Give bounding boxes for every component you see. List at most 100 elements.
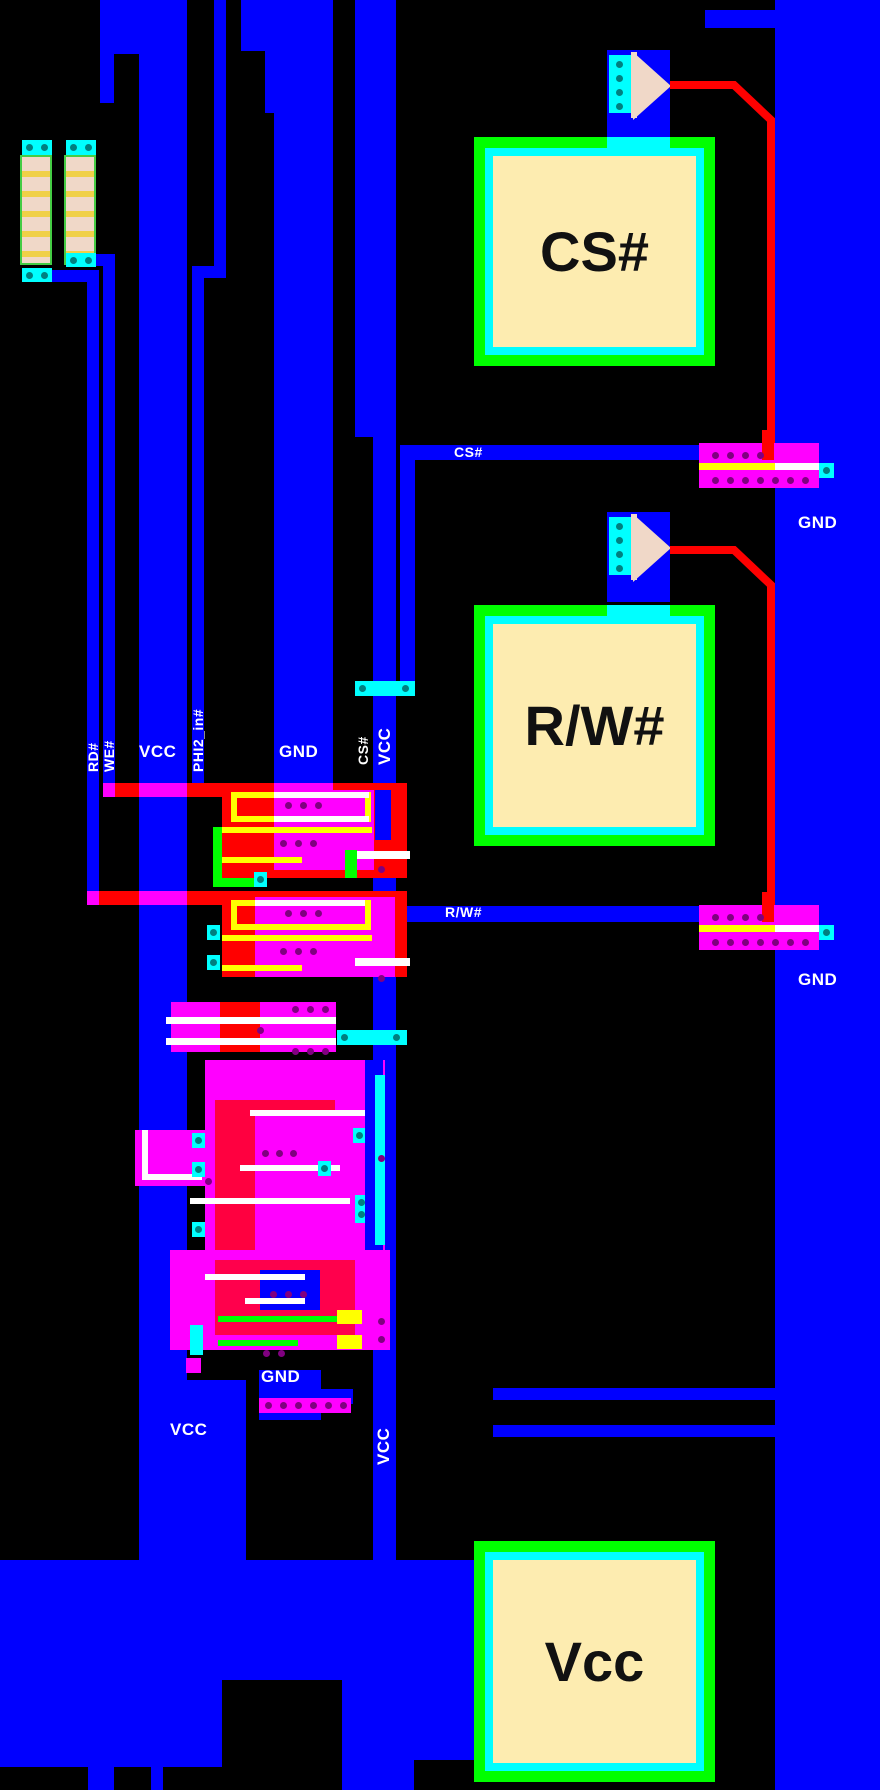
diff-strip-4c	[190, 1198, 350, 1204]
metal-trace-bottom-2[interactable]	[493, 1425, 775, 1437]
pdiff-hook-outline-b	[142, 1174, 202, 1180]
metal-trace-phi2[interactable]	[192, 266, 204, 786]
diff-strip-2	[355, 958, 410, 966]
via-cell-2b[interactable]	[207, 955, 220, 970]
pdiff-row-1a	[139, 783, 187, 797]
via-cell-4b[interactable]	[192, 1162, 205, 1177]
via-cell-5[interactable]	[190, 1325, 203, 1355]
metal-trace-we[interactable]	[103, 254, 115, 790]
ndiff-strip-1	[345, 850, 357, 878]
contact-we	[103, 783, 115, 797]
net-label-gnd-right-1: GND	[798, 513, 838, 532]
transistor-cs-channel	[699, 463, 775, 470]
gnd-rail-right[interactable]	[775, 0, 880, 1790]
metal-trace-rd[interactable]	[87, 270, 99, 900]
pdiff-block-4b	[255, 1110, 345, 1250]
resistor-1-top-contact	[22, 140, 52, 155]
metal-trace-top-a-stub[interactable]	[100, 54, 114, 103]
pad-rw-driver-icon	[633, 514, 671, 582]
ndiff-trace-1	[213, 827, 222, 887]
vcc-vertical-bottom[interactable]	[373, 1380, 396, 1560]
metal-trace-top-right[interactable]	[705, 10, 775, 28]
ndiff-trace-1b	[213, 878, 258, 887]
transistor-cs-channel-b	[775, 463, 819, 470]
via-cs-gnd[interactable]	[819, 463, 834, 478]
net-label-vcc-bottom-vertical: VCC	[374, 1427, 393, 1465]
via-cell-1[interactable]	[254, 872, 267, 887]
metal-trace-bottom-1[interactable]	[493, 1388, 775, 1400]
ndiff-strip-5b	[218, 1340, 298, 1346]
pad-cs-driver-icon	[633, 52, 671, 120]
gnd-rail-center[interactable]	[274, 0, 333, 790]
transistor-rw-gate	[762, 892, 774, 922]
diff-strip-4a	[250, 1110, 370, 1116]
pdiff-hook-outline	[142, 1130, 148, 1180]
metal-trace-cs-drop[interactable]	[400, 445, 415, 685]
resistor-1[interactable]	[20, 155, 52, 265]
contact-5b	[337, 1335, 362, 1349]
metal-trace-phi2-top[interactable]	[214, 0, 226, 278]
net-label-gnd-right-2: GND	[798, 970, 838, 989]
gate-outline-1-hi2	[274, 816, 369, 822]
metal-trace-cs-vertical-top[interactable]	[355, 0, 396, 437]
pad-rw[interactable]: R/W#	[474, 605, 715, 846]
via-rw-gnd[interactable]	[819, 925, 834, 940]
transistor-rw-channel	[699, 925, 775, 932]
gate-outline-1-hi	[274, 792, 369, 798]
net-label-vcc-left: VCC	[139, 742, 177, 761]
pdiff-row-2a	[139, 891, 187, 905]
diff-strip-5b	[245, 1298, 305, 1304]
pad-cs-driver-contact	[609, 55, 631, 113]
pad-cs-label: CS#	[540, 220, 649, 283]
metal-trace-cs-horizontal[interactable]	[400, 445, 700, 460]
resistor-2[interactable]	[64, 155, 96, 265]
pad-vcc[interactable]: Vcc	[474, 1541, 715, 1782]
pad-vcc-label: Vcc	[544, 1630, 645, 1693]
resistor-2-top-contact	[66, 140, 96, 155]
via-cs[interactable]	[355, 681, 415, 696]
pad-rw-driver-contact	[609, 517, 631, 575]
vcc-stub-1[interactable]	[88, 1767, 114, 1790]
gate-line-1	[222, 827, 372, 833]
contact-rd	[87, 891, 99, 905]
via-cell-4d[interactable]	[318, 1161, 331, 1176]
poly-route-rw[interactable]	[670, 545, 780, 915]
gate-line-2b	[222, 965, 302, 971]
vcc-stub-2[interactable]	[151, 1767, 163, 1790]
transistor-cs-gate	[762, 430, 774, 460]
metal-cell-1	[375, 790, 391, 840]
diff-strip-3b	[166, 1038, 336, 1045]
via-cell-4a[interactable]	[192, 1133, 205, 1148]
pad-cs[interactable]: CS#	[474, 137, 715, 366]
metal-trace-rw-horizontal[interactable]	[400, 906, 700, 922]
pad-cs-neck	[607, 137, 670, 152]
net-label-rd: RD#	[85, 742, 101, 772]
net-label-cs-wire: CS#	[454, 444, 483, 460]
vcc-pad-connect[interactable]	[414, 1560, 477, 1760]
vcc-bus-lower[interactable]	[0, 1680, 222, 1767]
vcc-bus-lower-right[interactable]	[342, 1680, 414, 1790]
pad-rw-neck	[607, 605, 670, 620]
net-label-we: WE#	[101, 740, 117, 772]
net-label-gnd-center: GND	[279, 742, 319, 761]
via-cell-3[interactable]	[337, 1030, 407, 1045]
net-label-gnd-bottom: GND	[261, 1367, 301, 1386]
net-label-cs-vertical: CS#	[355, 736, 371, 765]
gate-line-1b	[222, 857, 302, 863]
gnd-contact-bar[interactable]	[259, 1398, 351, 1413]
net-label-vcc-bottom: VCC	[170, 1420, 208, 1439]
gate-outline-2-hi	[255, 900, 365, 906]
resistor-2-bottom-contact	[66, 253, 96, 267]
vcc-bottom-block[interactable]	[139, 1380, 246, 1560]
diff-strip-4b	[240, 1165, 340, 1171]
via-cell-4f[interactable]	[355, 1195, 368, 1223]
net-label-phi2: PHI2_in#	[190, 708, 206, 772]
via-cell-4c[interactable]	[192, 1222, 205, 1237]
via-cell-2a[interactable]	[207, 925, 220, 940]
poly-route-cs[interactable]	[670, 80, 780, 450]
net-label-rw-wire: R/W#	[445, 904, 482, 920]
via-cell-4e[interactable]	[353, 1128, 366, 1143]
vcc-bus-horizontal[interactable]	[0, 1560, 477, 1680]
resistor-1-bottom-contact	[22, 268, 52, 282]
